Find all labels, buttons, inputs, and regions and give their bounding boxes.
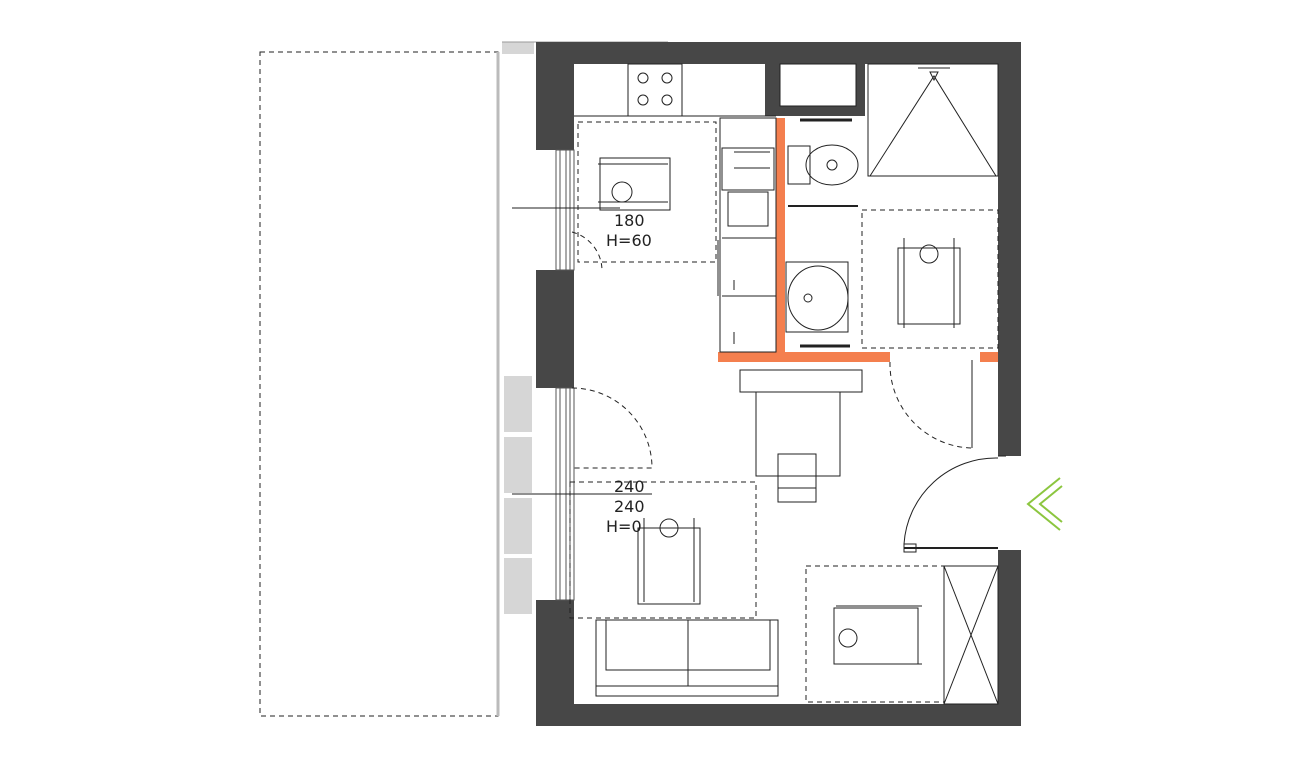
terrace-panel <box>504 498 532 554</box>
storage <box>943 565 999 705</box>
turning-area-hall <box>805 565 945 703</box>
terrace-panel <box>504 376 532 432</box>
window-top <box>512 149 620 271</box>
exterior-walls <box>536 42 1021 726</box>
stove-icon <box>627 63 683 117</box>
entrance-arrow-icon <box>1026 477 1063 531</box>
window-top-width-label: 180 <box>614 211 645 230</box>
turning-area-living <box>569 481 757 619</box>
window-bottom-width-label-2: 240 <box>614 497 645 516</box>
kitchen <box>574 63 777 353</box>
terrace <box>259 41 668 717</box>
accessible-walls <box>718 118 998 362</box>
terrace-panel <box>504 437 532 493</box>
window-top-height-label: H=60 <box>606 231 652 250</box>
sofa <box>595 619 779 697</box>
sink-icon <box>721 147 775 191</box>
bathroom <box>785 63 999 449</box>
table <box>739 369 863 503</box>
window-bottom-height-label: H=0 <box>606 517 642 536</box>
wheelchair-icon <box>598 157 671 211</box>
wheelchair-icon <box>637 518 701 605</box>
turning-area-bathroom <box>861 209 999 349</box>
wheelchair-icon <box>897 238 961 328</box>
window-bottom-width-label: 240 <box>614 477 645 496</box>
washbasin-icon <box>785 261 850 348</box>
wheelchair-icon <box>833 605 922 665</box>
terrace-panel <box>504 558 532 614</box>
toilet-icon <box>787 118 859 207</box>
entrance-door <box>903 455 1006 553</box>
